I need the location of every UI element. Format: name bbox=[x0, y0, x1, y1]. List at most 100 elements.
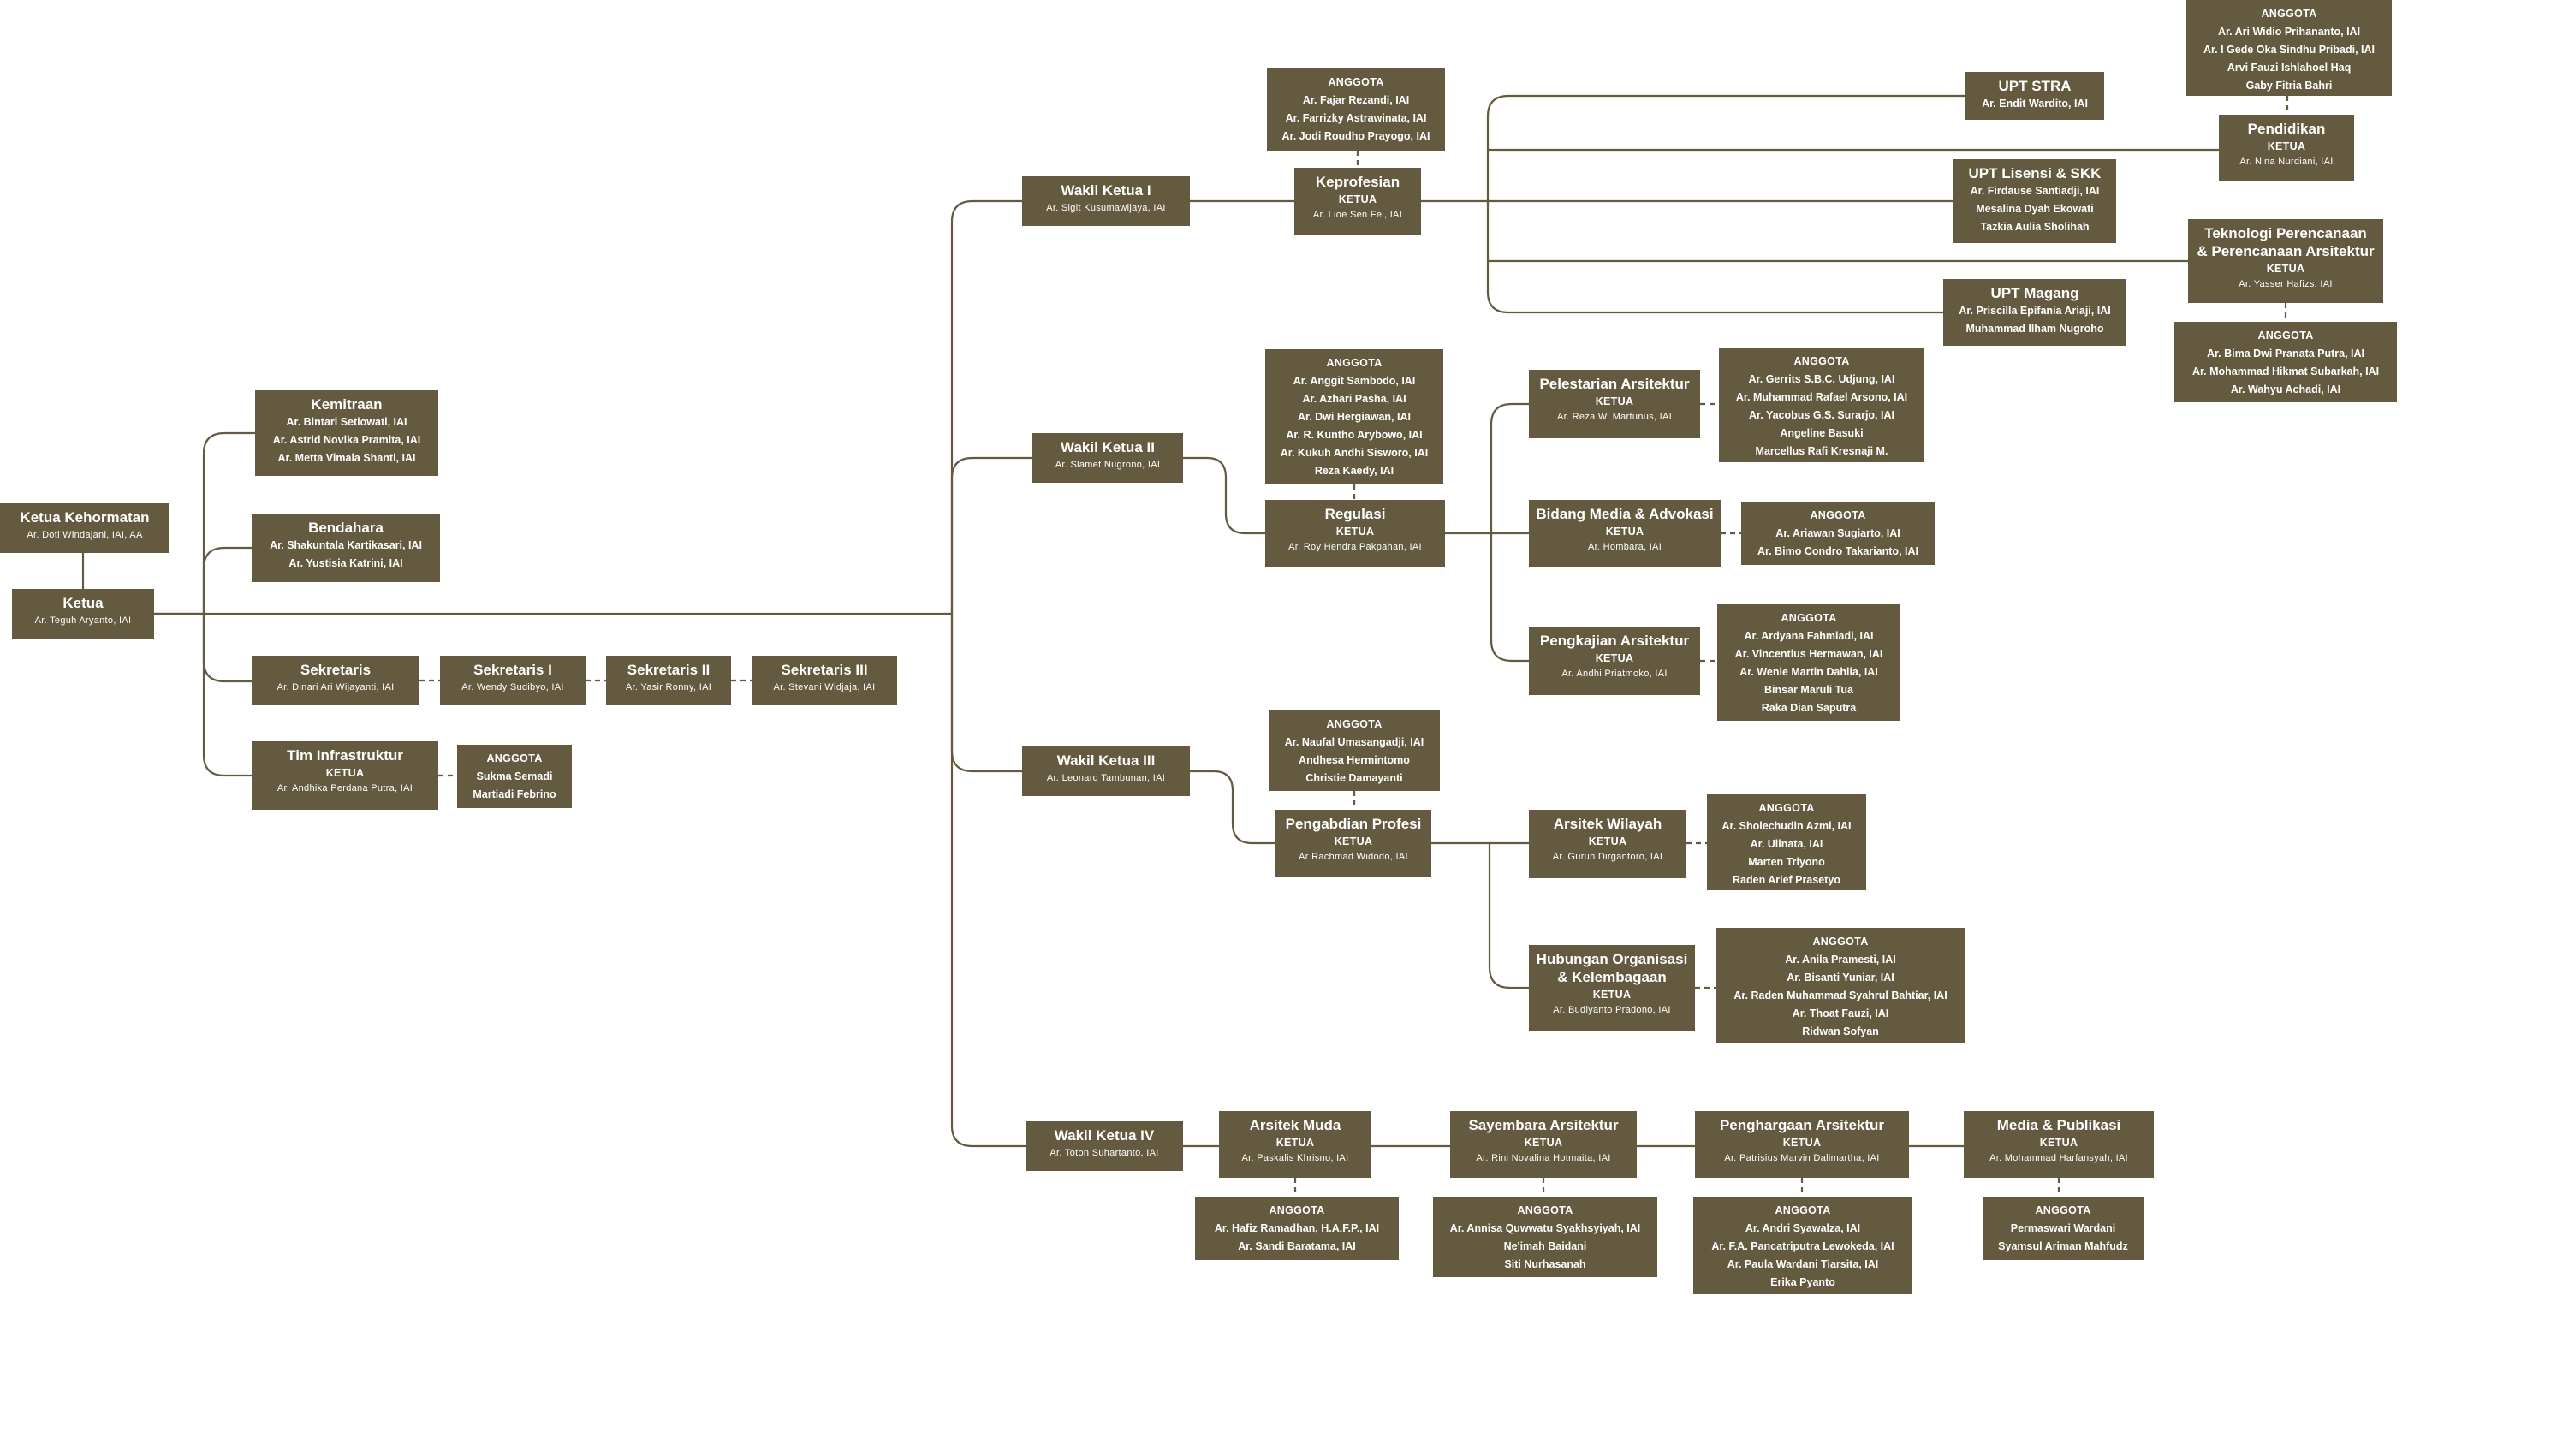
unit-title: Regulasi bbox=[1324, 506, 1386, 522]
unit-title: Wakil Ketua IV bbox=[1054, 1127, 1155, 1144]
unit-person: Ar. Andhika Perdana Putra, IAI bbox=[277, 783, 413, 793]
ketua-label: KETUA bbox=[1592, 989, 1632, 1001]
member-name: Ar. Gerrits S.B.C. Udjung, IAI bbox=[1748, 373, 1895, 385]
member-name: Ar. Sholechudin Azmi, IAI bbox=[1721, 820, 1852, 832]
connector bbox=[950, 614, 1022, 773]
connector bbox=[1190, 770, 1276, 845]
unit-title: UPT STRA bbox=[1998, 78, 2072, 94]
anggota-label: ANGGOTA bbox=[1810, 509, 1866, 521]
member-name: Ar. Naufal Umasangadji, IAI bbox=[1284, 736, 1424, 748]
connector bbox=[1488, 843, 1529, 989]
unit-person: Ar. Dinari Ari Wijayanti, IAI bbox=[277, 682, 395, 692]
member-name: Arvi Fauzi Ishlahoel Haq bbox=[2227, 62, 2352, 74]
unit-title: Sekretaris II bbox=[627, 662, 711, 678]
member-name: Angeline Basuki bbox=[1780, 427, 1864, 439]
member-name: Ar. Andri Syawalza, IAI bbox=[1745, 1222, 1861, 1234]
member-name: Gaby Fitria Bahri bbox=[2245, 80, 2333, 92]
unit-title: Tim Infrastruktur bbox=[287, 747, 403, 764]
member-name: Ar. Wenie Martin Dahlia, IAI bbox=[1739, 666, 1878, 678]
member-name: Binsar Maruli Tua bbox=[1764, 684, 1853, 696]
ketua-label: KETUA bbox=[1605, 526, 1644, 538]
unit-wakil-ketua-2: Wakil Ketua II Ar. Slamet Nugrono, IAI bbox=[1032, 433, 1183, 483]
connector bbox=[202, 546, 252, 614]
member-name: Muhammad Ilham Nugroho bbox=[1965, 323, 2104, 335]
ketua-label: KETUA bbox=[1524, 1137, 1563, 1149]
ketua-label: KETUA bbox=[1588, 835, 1627, 847]
unit-person: Ar. Yasir Ronny, IAI bbox=[625, 682, 712, 692]
unit-person: Ar. Wendy Sudibyo, IAI bbox=[461, 682, 564, 692]
unit-title: Bendahara bbox=[308, 520, 384, 536]
member-name: Mesalina Dyah Ekowati bbox=[1976, 203, 2094, 215]
anggota-label: ANGGOTA bbox=[2035, 1204, 2091, 1216]
member-name: Tazkia Aulia Sholihah bbox=[1980, 221, 2090, 233]
unit-title: Wakil Ketua III bbox=[1056, 752, 1156, 769]
member-name: Ar. Yustisia Katrini, IAI bbox=[288, 557, 403, 569]
unit-person: Ar. Slamet Nugrono, IAI bbox=[1055, 460, 1161, 470]
member-name: Ar. Anila Pramesti, IAI bbox=[1785, 954, 1896, 966]
unit-person: Ar. Guruh Dirgantoro, IAI bbox=[1552, 852, 1663, 862]
member-name: Ar. Metta Vimala Shanti, IAI bbox=[277, 452, 416, 464]
unit-person: Ar. Lioe Sen Fei, IAI bbox=[1312, 210, 1403, 220]
connector bbox=[202, 614, 252, 683]
member-name: Ar. F.A. Pancatriputra Lewokeda, IAI bbox=[1711, 1240, 1894, 1252]
anggota-label: ANGGOTA bbox=[1758, 802, 1815, 814]
unit-person: Ar Rachmad Widodo, IAI bbox=[1299, 852, 1408, 862]
unit-title: UPT Magang bbox=[1990, 285, 2079, 301]
member-name: Ar. Bimo Condro Takarianto, IAI bbox=[1757, 545, 1918, 557]
unit-title: Bidang Media & Advokasi bbox=[1536, 506, 1714, 522]
unit-title: UPT Lisensi & SKK bbox=[1968, 165, 2102, 181]
ketua-label: KETUA bbox=[2267, 140, 2306, 152]
member-name: Ar. Sandi Baratama, IAI bbox=[1238, 1240, 1356, 1252]
member-name: Ar. Ariawan Sugiarto, IAI bbox=[1775, 527, 1900, 539]
unit-title: Pendidikan bbox=[2247, 121, 2326, 137]
unit-person: Ar. Sigit Kusumawijaya, IAI bbox=[1046, 203, 1166, 213]
unit-person: Ar. Leonard Tambunan, IAI bbox=[1046, 773, 1166, 783]
member-name: Ne'imah Baidani bbox=[1503, 1240, 1587, 1252]
member-name: Ar. Wahyu Achadi, IAI bbox=[2230, 383, 2341, 395]
unit-wakil-ketua-3: Wakil Ketua III Ar. Leonard Tambunan, IAI bbox=[1022, 746, 1190, 796]
member-name: Ar. Firdause Santiadji, IAI bbox=[1970, 185, 2100, 197]
unit-person: Ar. Andhi Priatmoko, IAI bbox=[1561, 669, 1668, 679]
member-name: Raden Arief Prasetyo bbox=[1733, 874, 1840, 886]
connector bbox=[1486, 94, 1965, 201]
unit-person: Ar. Roy Hendra Pakpahan, IAI bbox=[1288, 542, 1422, 552]
unit-title: Pengabdian Profesi bbox=[1285, 816, 1422, 832]
unit-title: Sekretaris I bbox=[473, 662, 552, 678]
member-name: Ar. Raden Muhammad Syahrul Bahtiar, IAI bbox=[1733, 989, 1947, 1001]
connector bbox=[1486, 201, 1943, 314]
member-name: Ar. Vincentius Hermawan, IAI bbox=[1734, 648, 1883, 660]
member-name: Erika Pyanto bbox=[1770, 1276, 1835, 1288]
unit-person: Ar. Doti Windajani, IAI, AA bbox=[27, 530, 143, 540]
member-name: Ar. Thoat Fauzi, IAI bbox=[1792, 1007, 1889, 1019]
member-name: Marten Triyono bbox=[1748, 856, 1825, 868]
member-name: Christie Damayanti bbox=[1305, 772, 1403, 784]
member-name: Ar. Muhammad Rafael Arsono, IAI bbox=[1735, 391, 1908, 403]
anggota-label: ANGGOTA bbox=[1517, 1204, 1573, 1216]
unit-media-advokasi-anggota: ANGGOTA Ar. Ariawan Sugiarto, IAI Ar. Bimo… bbox=[1741, 502, 1935, 565]
member-name: Ar. Astrid Novika Pramita, IAI bbox=[272, 434, 421, 446]
unit-title: Wakil Ketua II bbox=[1061, 439, 1155, 455]
anggota-label: ANGGOTA bbox=[486, 752, 543, 764]
unit-teknologi: Teknologi Perencanaan & Perencanaan Arsi… bbox=[2188, 219, 2383, 303]
connector bbox=[950, 614, 1026, 1148]
member-name: Ar. Priscilla Epifania Ariaji, IAI bbox=[1959, 305, 2111, 317]
member-name: Ar. Yacobus G.S. Surarjo, IAI bbox=[1749, 409, 1894, 421]
connector bbox=[202, 431, 255, 614]
